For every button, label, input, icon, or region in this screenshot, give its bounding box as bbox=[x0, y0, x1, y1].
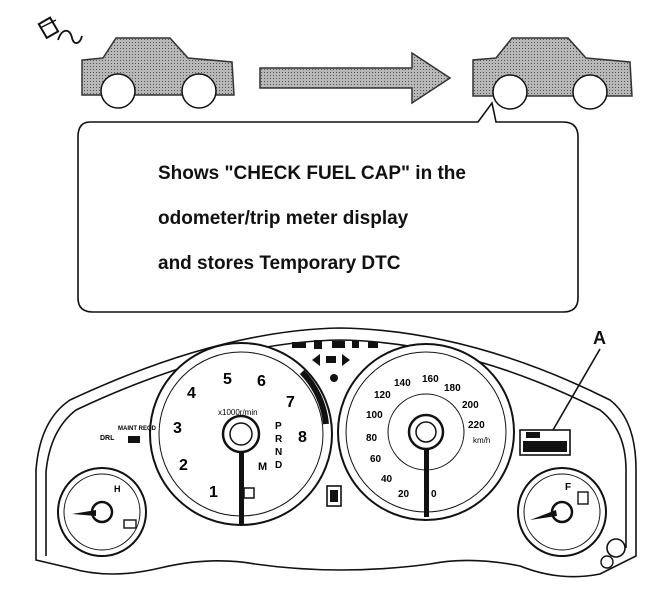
speed-tick: 220 bbox=[468, 420, 485, 431]
leader-line bbox=[552, 348, 601, 431]
speed-tick: 100 bbox=[366, 410, 383, 421]
tach-tick: 5 bbox=[223, 371, 232, 388]
drl-label: DRL bbox=[100, 435, 115, 442]
speed-tick: 140 bbox=[394, 378, 411, 389]
gear-d: D bbox=[275, 460, 282, 471]
speedometer: 0 20 40 60 80 100 120 140 160 180 200 22… bbox=[337, 343, 515, 521]
speed-tick: 120 bbox=[374, 390, 391, 401]
speed-tick: 20 bbox=[398, 489, 410, 500]
speed-tick: 0 bbox=[431, 489, 437, 500]
gear-indicator-icon bbox=[326, 485, 342, 507]
tach-tick: 4 bbox=[187, 385, 196, 402]
callout-box bbox=[77, 101, 579, 313]
speed-tick: 200 bbox=[462, 400, 479, 411]
speed-tick: 80 bbox=[366, 433, 378, 444]
car-icon bbox=[81, 37, 235, 109]
tach-tick: 3 bbox=[173, 420, 182, 437]
tach-tick: 6 bbox=[257, 373, 266, 390]
indicator-icons bbox=[292, 340, 378, 382]
gear-p: P bbox=[275, 421, 282, 432]
fuel-cap-icon bbox=[37, 16, 83, 44]
speed-tick: 160 bbox=[422, 374, 439, 385]
instrument-cluster bbox=[35, 327, 637, 578]
temperature-gauge: H bbox=[57, 467, 147, 557]
side-indicators: DRL MAINT REQD bbox=[100, 426, 157, 443]
tach-tick: 1 bbox=[209, 484, 218, 501]
tach-tick: 8 bbox=[298, 429, 307, 446]
arrow-icon bbox=[259, 51, 452, 105]
temp-high-letter: H bbox=[114, 484, 121, 494]
gear-n: N bbox=[275, 447, 282, 458]
maint-label: MAINT REQD bbox=[118, 426, 157, 432]
callout-line-2: odometer/trip meter display bbox=[158, 208, 409, 229]
callout-line-3: and stores Temporary DTC bbox=[158, 253, 401, 274]
speed-tick: 180 bbox=[444, 383, 461, 394]
label-a: A bbox=[593, 328, 606, 348]
tachometer: 1 2 3 4 5 6 7 8 x1000r/min P R N D M bbox=[149, 342, 333, 526]
gear-r: R bbox=[275, 434, 283, 445]
odometer-display bbox=[519, 429, 571, 456]
gear-m: M bbox=[258, 461, 267, 473]
tach-unit: x1000r/min bbox=[218, 408, 258, 417]
tach-tick: 7 bbox=[286, 394, 295, 411]
tach-tick: 2 bbox=[179, 457, 188, 474]
speed-tick: 40 bbox=[381, 474, 393, 485]
fuel-full-letter: F bbox=[565, 482, 571, 493]
car-icon bbox=[472, 37, 633, 110]
callout-line-1: Shows "CHECK FUEL CAP" in the bbox=[158, 163, 466, 184]
fuel-gauge: F bbox=[517, 467, 626, 569]
speed-unit: km/h bbox=[473, 436, 490, 445]
speed-tick: 60 bbox=[370, 454, 382, 465]
